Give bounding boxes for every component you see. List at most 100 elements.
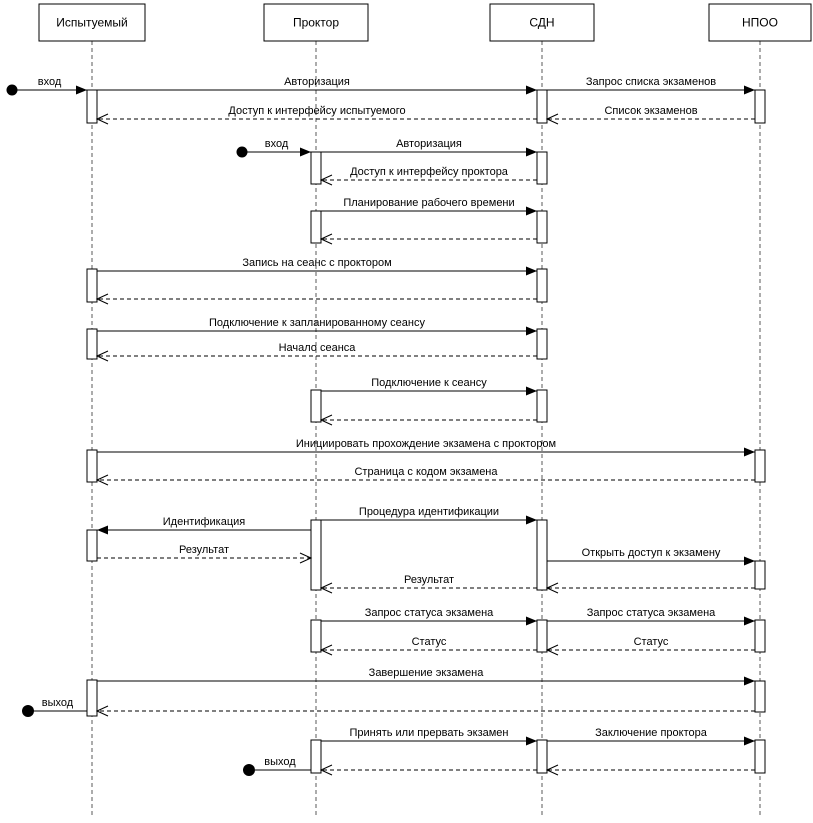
message-label: Инициировать прохождение экзамена с прок… (296, 438, 556, 450)
participant-label-proctor: Проктор (293, 16, 339, 30)
message-label: Завершение экзамена (369, 667, 485, 679)
message-label: Идентификация (163, 516, 246, 528)
participant-box-examinee (38, 3, 146, 42)
open-arrowhead-icon (95, 474, 109, 486)
activation-bar-sdn (536, 328, 548, 360)
activation-bar-npoo (754, 560, 766, 590)
activation-bar-sdn (536, 210, 548, 244)
sync-arrowhead-icon (526, 515, 537, 525)
activation-bar-examinee (86, 268, 98, 303)
open-arrowhead-icon (545, 764, 559, 776)
message-label: Авторизация (284, 76, 350, 88)
activation-bar-proctor (310, 389, 322, 423)
sync-arrowhead-icon (526, 326, 537, 336)
open-arrowhead-icon (319, 764, 333, 776)
sync-arrowhead-icon (744, 736, 755, 746)
participant-box-proctor (263, 3, 369, 42)
activation-bar-proctor (310, 519, 322, 591)
event-label: выход (42, 697, 74, 709)
activation-bar-sdn (536, 389, 548, 423)
activation-bar-sdn (536, 619, 548, 653)
activation-bar-examinee (86, 89, 98, 124)
event-label: вход (265, 138, 289, 150)
sync-arrowhead-icon (97, 525, 108, 535)
participant-label-sdn: СДН (529, 16, 554, 30)
sync-arrowhead-icon (526, 206, 537, 216)
sync-arrowhead-icon (526, 736, 537, 746)
message-label: Запрос статуса экзамена (587, 607, 716, 619)
open-arrowhead-icon (545, 582, 559, 594)
activation-bar-proctor (310, 739, 322, 774)
activation-bar-proctor (310, 619, 322, 653)
activation-bar-npoo (754, 680, 766, 713)
activation-bar-examinee (86, 328, 98, 360)
activation-bar-examinee (86, 529, 98, 562)
message-label: Начало сеанса (279, 342, 357, 354)
sync-arrowhead-icon (744, 556, 755, 566)
activation-bar-examinee (86, 449, 98, 483)
activation-bar-npoo (754, 739, 766, 774)
event-label: вход (38, 76, 62, 88)
final-node-icon (22, 705, 34, 717)
activation-bar-npoo (754, 449, 766, 483)
message-label: Процедура идентификации (359, 506, 499, 518)
open-arrowhead-icon (95, 350, 109, 362)
sync-arrowhead-icon (744, 447, 755, 457)
message-label: Доступ к интерфейсу испытуемого (228, 105, 405, 117)
open-arrowhead-icon (319, 174, 333, 186)
message-label: Принять или прервать экзамен (350, 727, 509, 739)
sync-arrowhead-icon (744, 616, 755, 626)
activation-bar-sdn (536, 151, 548, 185)
open-arrowhead-icon (319, 644, 333, 656)
message-label: Запись на сеанс с проктором (242, 257, 391, 269)
sync-arrowhead-icon (526, 85, 537, 95)
message-label: Результат (404, 574, 454, 586)
initial-node-icon (236, 146, 248, 158)
activation-bar-sdn (536, 739, 548, 774)
message-label: Доступ к интерфейсу проктора (350, 166, 509, 178)
sync-arrowhead-icon (744, 676, 755, 686)
sync-arrowhead-icon (744, 85, 755, 95)
initial-node-icon (6, 84, 18, 96)
participant-label-npoo: НПОО (742, 16, 778, 30)
activation-bar-examinee (86, 679, 98, 717)
message-label: Статус (634, 636, 669, 648)
message-label: Результат (179, 544, 229, 556)
message-label: Список экзаменов (604, 105, 697, 117)
message-label: Открыть доступ к экзамену (582, 547, 721, 559)
activation-bar-sdn (536, 519, 548, 591)
sync-arrowhead-icon (526, 616, 537, 626)
activation-bar-npoo (754, 89, 766, 124)
open-arrowhead-icon (95, 293, 109, 305)
message-label: Авторизация (396, 138, 462, 150)
participant-label-examinee: Испытуемый (56, 16, 128, 30)
participant-box-npoo (708, 3, 812, 42)
open-arrowhead-icon (319, 414, 333, 426)
sync-arrowhead-icon (526, 386, 537, 396)
message-label: Заключение проктора (595, 727, 708, 739)
open-arrowhead-icon (95, 113, 109, 125)
open-arrowhead-icon (545, 113, 559, 125)
open-arrowhead-icon (95, 705, 109, 717)
message-label: Планирование рабочего времени (343, 197, 514, 209)
message-label: Подключение к сеансу (371, 377, 487, 389)
activation-bar-proctor (310, 210, 322, 244)
event-label: выход (264, 756, 296, 768)
sync-arrowhead-icon (76, 85, 87, 95)
open-arrowhead-icon (299, 552, 313, 564)
message-label: Запрос списка экзаменов (586, 76, 716, 88)
sync-arrowhead-icon (300, 147, 311, 157)
activation-bar-npoo (754, 619, 766, 653)
message-label: Статус (412, 636, 447, 648)
sync-arrowhead-icon (526, 147, 537, 157)
activation-bar-sdn (536, 89, 548, 124)
activation-bar-sdn (536, 268, 548, 303)
sync-arrowhead-icon (526, 266, 537, 276)
open-arrowhead-icon (545, 644, 559, 656)
open-arrowhead-icon (319, 582, 333, 594)
activation-bar-proctor (310, 151, 322, 185)
open-arrowhead-icon (319, 233, 333, 245)
message-label: Запрос статуса экзамена (365, 607, 494, 619)
